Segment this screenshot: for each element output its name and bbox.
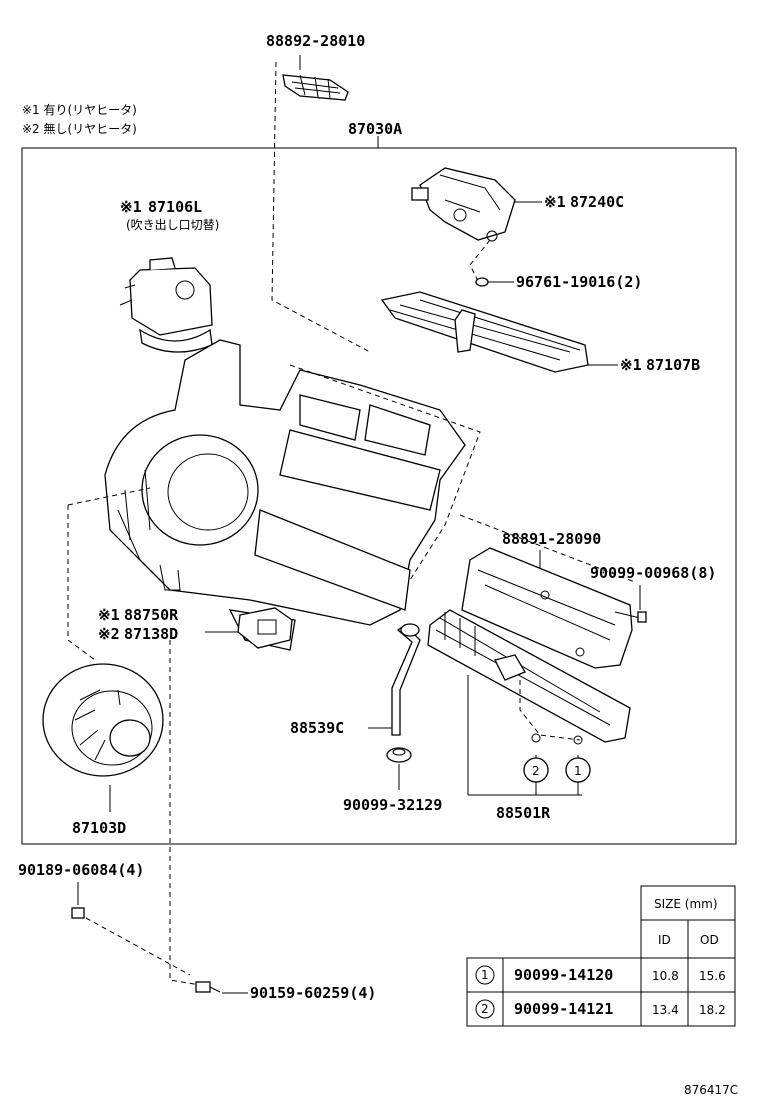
label-87030A[interactable]: 87030A: [348, 120, 402, 138]
mark-87138: ※2: [98, 625, 120, 643]
size-table-header: SIZE (mm): [654, 897, 718, 911]
servo-motor-87240: [411, 167, 516, 242]
row-2-marker: 2: [481, 1002, 489, 1016]
callout-circle-2: [523, 757, 549, 783]
mark-87240: ※1: [544, 193, 566, 211]
row-1-marker: 1: [481, 968, 489, 982]
row-2-od: 18.2: [699, 1003, 726, 1017]
clip-96761: [475, 277, 489, 287]
label-87138D[interactable]: 87138D: [124, 625, 178, 643]
callout-circle-1: [565, 757, 591, 783]
callout-text-1: 1: [574, 764, 582, 778]
label-96761-19016[interactable]: 96761-19016(2): [516, 273, 642, 291]
label-87240C[interactable]: 87240C: [570, 193, 624, 211]
o-ring-2: [531, 733, 541, 743]
size-table: [466, 885, 736, 1027]
label-88501R[interactable]: 88501R: [496, 804, 551, 822]
size-table-col-od: OD: [700, 933, 719, 947]
note-2: ※2 無し(リヤヒータ): [22, 121, 137, 136]
label-87107B[interactable]: 87107B: [646, 356, 700, 374]
dash-88892: [271, 61, 371, 353]
filter-clip-part: [282, 74, 349, 101]
callout-text-2: 2: [532, 764, 540, 778]
label-87103D[interactable]: 87103D: [72, 819, 126, 837]
blower-resistor-88750: [237, 607, 293, 649]
mode-actuator-87106: [119, 257, 213, 353]
label-87106L[interactable]: 87106L: [148, 198, 202, 216]
row-1-od: 15.6: [699, 969, 726, 983]
diagram-id: 876417C: [684, 1083, 738, 1097]
note-1: ※1 有り(リヤヒータ): [22, 103, 137, 117]
evaporator-88501: [427, 609, 631, 743]
blower-motor-87103: [42, 663, 164, 777]
size-table-col-id: ID: [658, 933, 671, 947]
label-90099-32129[interactable]: 90099-32129: [343, 796, 442, 814]
label-87106-sub: (吹き出し口切替): [126, 218, 219, 232]
evaporator-cover-88891: [461, 547, 633, 669]
label-88539C[interactable]: 88539C: [290, 719, 344, 737]
nut-90189-06084: [71, 907, 85, 919]
screw-90099-00968: [614, 611, 647, 623]
row-2-part[interactable]: 90099-14121: [514, 1000, 613, 1018]
label-90099-00968[interactable]: 90099-00968(8): [590, 564, 716, 582]
o-ring-1: [573, 735, 583, 745]
blower-housing: [104, 339, 466, 651]
assembly-frame: [21, 147, 737, 845]
mark-88750: ※1: [98, 606, 120, 624]
label-88750R[interactable]: 88750R: [124, 606, 179, 624]
heater-core-87107: [380, 291, 589, 373]
screw-90159-60259: [195, 981, 221, 993]
label-88892-28010[interactable]: 88892-28010: [266, 32, 365, 50]
row-1-id: 10.8: [652, 969, 679, 983]
drain-hose-88539: [391, 623, 421, 736]
mark-87107: ※1: [620, 356, 642, 374]
label-88891-28090[interactable]: 88891-28090: [502, 530, 601, 548]
mark-87106: ※1: [120, 198, 142, 216]
row-2-id: 13.4: [652, 1003, 679, 1017]
row-1-part[interactable]: 90099-14120: [514, 966, 613, 984]
label-90159-60259[interactable]: 90159-60259(4): [250, 984, 376, 1002]
label-90189-06084[interactable]: 90189-06084(4): [18, 861, 144, 879]
